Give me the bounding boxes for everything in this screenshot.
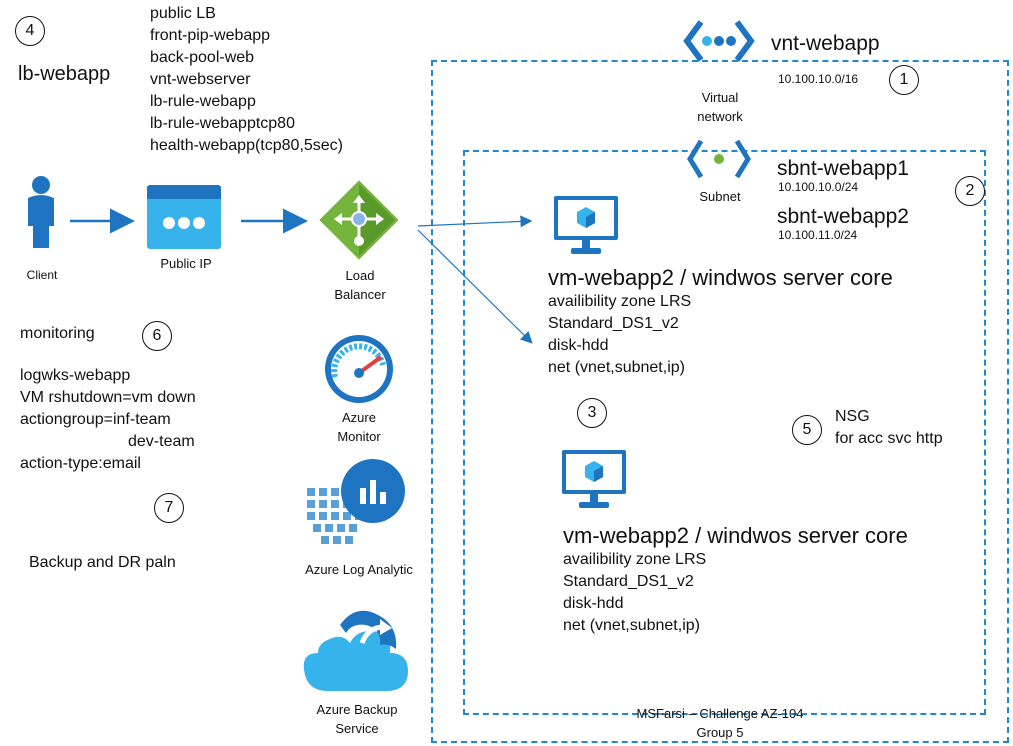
monitoring-details: logwks-webapp VM rshutdown=vm down actio…	[20, 365, 196, 475]
subnet-icon	[687, 139, 751, 179]
nsg-note-line: NSG	[835, 408, 870, 425]
vm1-title: vm-webapp2 / windwos server core	[548, 265, 893, 290]
backup-service-label: Azure Backup Service	[297, 700, 417, 738]
subnet-boundary	[463, 150, 986, 715]
load-balancer-label-line: Load	[345, 268, 375, 283]
step-number-3: 3	[577, 398, 607, 428]
step-number-4: 4	[15, 16, 45, 46]
lb-config-item: front-pip-webapp	[150, 27, 271, 44]
monitoring-detail-item: logwks-webapp	[20, 367, 131, 384]
monitoring-detail-item: actiongroup=inf-team	[20, 411, 171, 428]
subnet-label: Subnet	[699, 189, 741, 204]
client-label: Client	[26, 268, 58, 282]
vm1-detail-item: disk-hdd	[548, 337, 609, 354]
footer-line: MSFarsi – Challenge AZ-104	[636, 706, 804, 721]
backup-dr-note: Backup and DR paln	[29, 554, 176, 571]
monitoring-detail-item: action-type:email	[20, 455, 141, 472]
lb-config-item: vnt-webserver	[150, 71, 251, 88]
step-number-7: 7	[154, 493, 184, 523]
vm2-monitor-icon	[562, 450, 626, 508]
vm1-detail-item: availibility zone LRS	[548, 293, 692, 310]
azure-monitor-label-line: Azure	[342, 410, 376, 425]
public-ip-icon	[147, 185, 221, 249]
virtual-network-label-line: Virtual	[701, 90, 739, 105]
subnet-name-2: sbnt-webapp2	[777, 205, 909, 228]
subnet-cidr-1: 10.100.10.0/24	[778, 180, 859, 194]
vm2-detail-item: net (vnet,subnet,ip)	[563, 617, 700, 634]
step-number-2: 2	[955, 176, 985, 206]
vnet-boundary	[431, 60, 1009, 743]
log-analytics-icon	[307, 459, 405, 544]
vnet-cidr: 10.100.10.0/16	[778, 72, 859, 86]
step-number-5: 5	[792, 415, 822, 445]
vm2-details: availibility zone LRS Standard_DS1_v2 di…	[563, 549, 706, 637]
vm2-detail-item: disk-hdd	[563, 595, 624, 612]
vm1-detail-item: net (vnet,subnet,ip)	[548, 359, 685, 376]
vm1-monitor-icon	[554, 196, 618, 254]
public-ip-label: Public IP	[160, 256, 212, 271]
virtual-network-label: Virtual network	[680, 88, 760, 126]
lb-title: lb-webapp	[18, 63, 111, 85]
azure-monitor-label-line: Monitor	[337, 429, 381, 444]
virtual-network-icon	[683, 20, 755, 62]
lb-config-item: back-pool-web	[150, 49, 255, 66]
backup-service-label-line: Service	[335, 721, 379, 736]
vm2-detail-item: availibility zone LRS	[563, 551, 707, 568]
client-user-icon	[28, 176, 54, 248]
log-analytic-label: Azure Log Analytic	[305, 562, 413, 577]
azure-monitor-icon	[325, 335, 393, 403]
footer-line: Group 5	[696, 725, 744, 740]
load-balancer-icon	[319, 180, 399, 260]
vm1-details: availibility zone LRS Standard_DS1_v2 di…	[548, 291, 691, 379]
lb-config-item: health-webapp(tcp80,5sec)	[150, 137, 344, 154]
azure-monitor-label: Azure Monitor	[314, 408, 404, 446]
backup-service-icon	[303, 610, 408, 691]
lb-config-item: lb-rule-webapp	[150, 93, 256, 110]
monitoring-detail-item: dev-team	[128, 433, 195, 450]
step-number-1: 1	[889, 65, 919, 95]
vnet-title: vnt-webapp	[771, 32, 880, 55]
lb-config-item: lb-rule-webapptcp80	[150, 115, 295, 132]
step-number-6: 6	[142, 321, 172, 351]
vm2-title: vm-webapp2 / windwos server core	[563, 523, 908, 548]
monitoring-detail-item: VM rshutdown=vm down	[20, 389, 196, 406]
vm1-detail-item: Standard_DS1_v2	[548, 315, 679, 332]
monitoring-title: monitoring	[20, 325, 95, 342]
load-balancer-label: Load Balancer	[315, 266, 405, 304]
footer-credit: MSFarsi – Challenge AZ-104 Group 5	[590, 704, 850, 742]
lb-config-list: public LB front-pip-webapp back-pool-web…	[150, 3, 343, 157]
subnet-cidr-2: 10.100.11.0/24	[778, 228, 858, 242]
subnet-name-1: sbnt-webapp1	[777, 157, 909, 180]
backup-service-label-line: Azure Backup	[316, 702, 398, 717]
nsg-note: NSG for acc svc http	[835, 406, 943, 450]
arrow-lb-to-vm2	[417, 229, 533, 344]
nsg-note-line: for acc svc http	[835, 430, 943, 447]
lb-config-item: public LB	[150, 5, 216, 22]
vm2-detail-item: Standard_DS1_v2	[563, 573, 694, 590]
arrow-lb-to-vm1	[417, 215, 533, 228]
virtual-network-label-line: network	[697, 109, 743, 124]
load-balancer-label-line: Balancer	[334, 287, 386, 302]
